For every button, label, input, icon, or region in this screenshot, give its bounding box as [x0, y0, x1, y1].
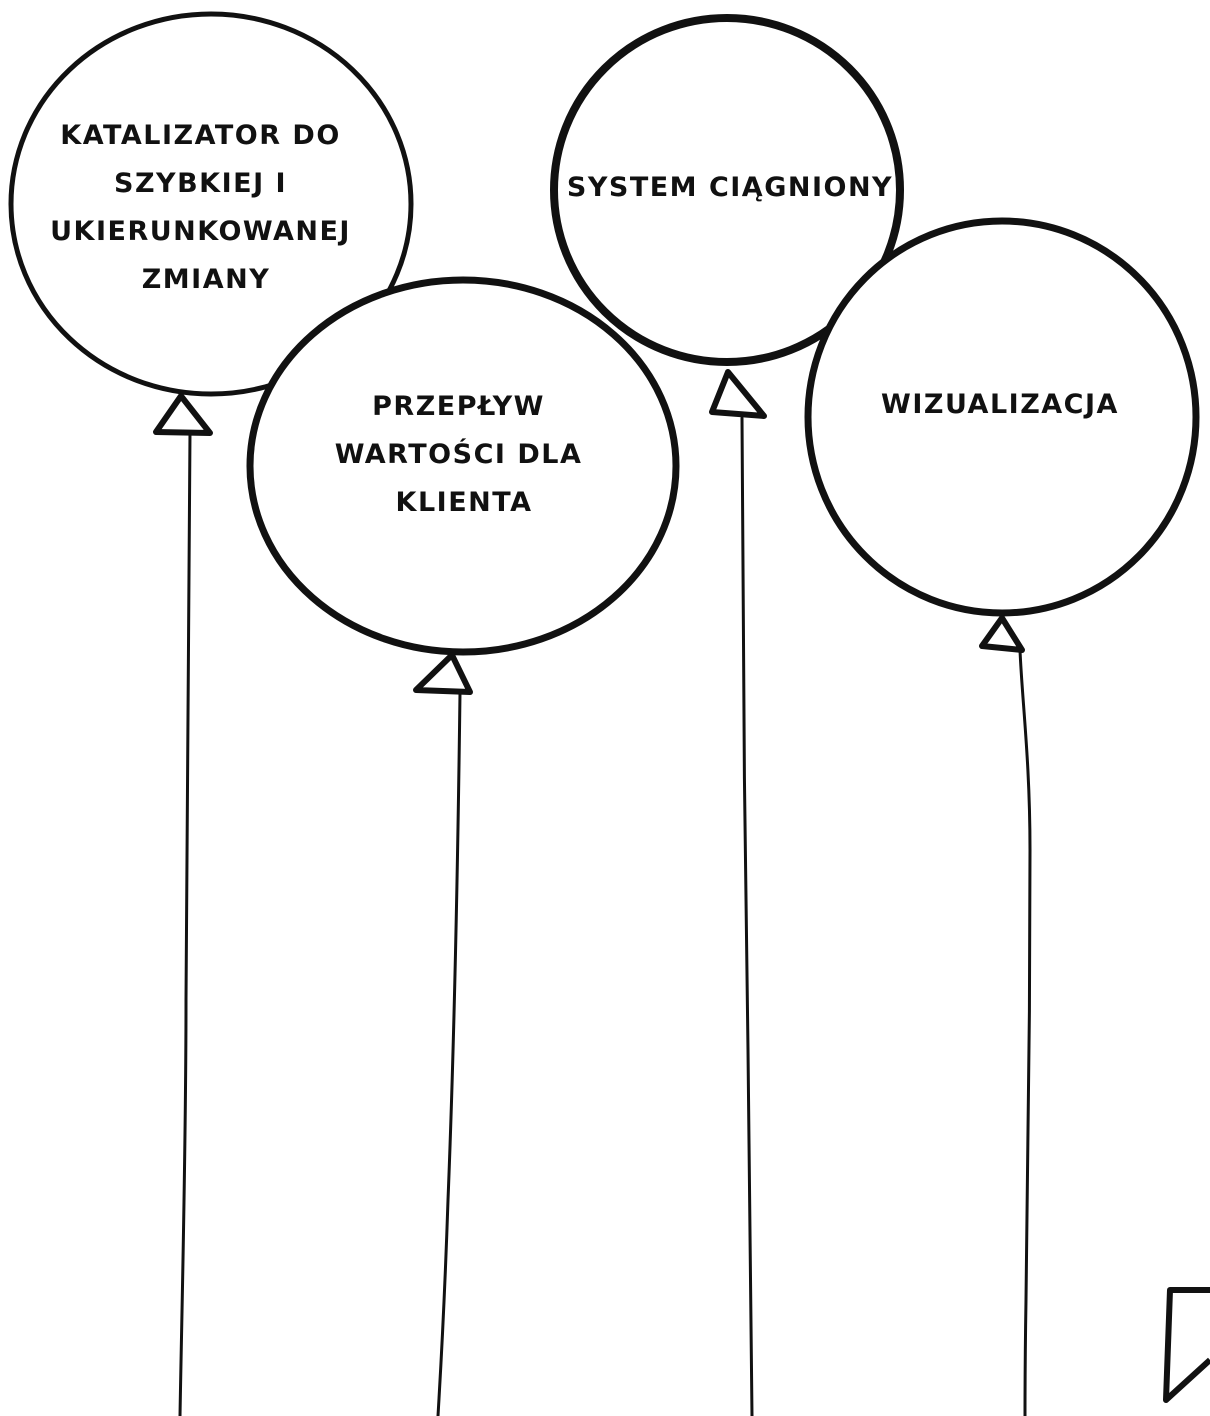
balloon-przeplyw: PRZEPŁYW WARTOŚCI DLA KLIENTA — [250, 280, 676, 1416]
corner-sketch — [1166, 1290, 1210, 1400]
balloon-system-string — [742, 418, 752, 1416]
balloon-katalizator-line: UKIERUNKOWANEJ — [50, 216, 351, 247]
balloon-katalizator-string — [180, 432, 190, 1416]
balloon-wizualizacja-label: WIZUALIZACJA — [881, 389, 1119, 420]
balloon-katalizator-line: SZYBKIEJ I — [114, 168, 287, 199]
balloon-wizualizacja: WIZUALIZACJA — [808, 221, 1196, 1416]
balloon-katalizator-line: KATALIZATOR DO — [60, 120, 341, 151]
balloon-wizualizacja-line: WIZUALIZACJA — [881, 389, 1119, 420]
balloon-system-label: SYSTEM CIĄGNIONY — [567, 172, 893, 203]
balloon-przeplyw-knot — [416, 655, 470, 692]
balloon-wizualizacja-knot — [982, 618, 1022, 650]
balloon-przeplyw-line: PRZEPŁYW — [372, 391, 545, 422]
balloon-przeplyw-line: WARTOŚCI DLA — [335, 438, 583, 470]
balloon-system: SYSTEM CIĄGNIONY — [554, 18, 900, 1416]
balloon-przeplyw-string — [438, 693, 460, 1416]
balloon-system-knot — [712, 372, 764, 416]
balloon-katalizator: KATALIZATOR DO SZYBKIEJ I UKIERUNKOWANEJ… — [11, 14, 411, 1416]
balloon-system-line: SYSTEM CIĄGNIONY — [567, 172, 893, 203]
balloon-katalizator-knot — [156, 396, 210, 433]
balloon-katalizator-line: ZMIANY — [142, 264, 271, 295]
balloon-przeplyw-line: KLIENTA — [396, 487, 533, 518]
balloon-wizualizacja-string — [1020, 650, 1030, 1416]
